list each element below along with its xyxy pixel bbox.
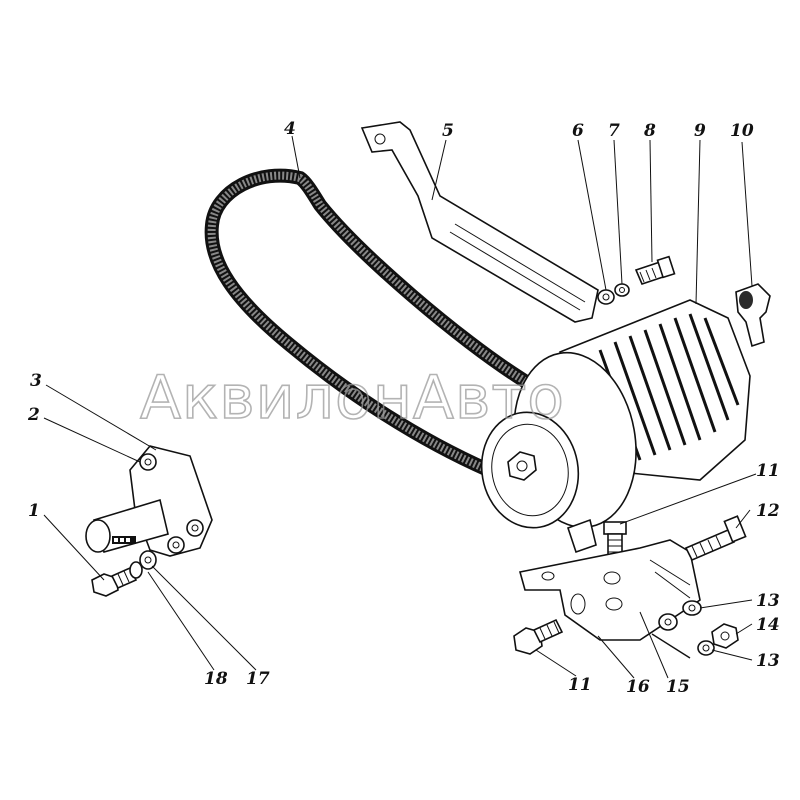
nut-14 <box>711 623 739 649</box>
adjusting-bracket <box>360 121 599 323</box>
generator <box>480 299 751 554</box>
flange-assembly <box>85 445 213 557</box>
washer-6 <box>597 289 615 305</box>
callout-2: 2 <box>27 405 40 425</box>
callout-16: 16 <box>626 677 650 697</box>
callout-4: 4 <box>284 119 296 139</box>
callout-8: 8 <box>643 121 656 141</box>
callout-12: 12 <box>756 501 780 521</box>
callout-11-upper: 11 <box>756 461 780 481</box>
callout-1: 1 <box>28 501 40 521</box>
callout-17: 17 <box>246 669 270 689</box>
callout-11-lower: 11 <box>568 675 592 695</box>
callout-10: 10 <box>730 121 754 141</box>
bolt-12 <box>684 515 747 562</box>
callout-13-lower: 13 <box>756 651 780 671</box>
watermark-text: АквилонАвто <box>140 363 565 433</box>
washer-13-upper <box>682 600 702 616</box>
callout-7: 7 <box>608 121 620 141</box>
callout-13-upper: 13 <box>756 591 780 611</box>
bolt-11-lower <box>513 618 564 655</box>
mounting-bracket <box>518 539 701 641</box>
terminal-boot <box>735 283 771 348</box>
leader-lines <box>43 135 757 679</box>
callout-labels: 1 2 3 4 5 6 7 8 9 10 11 11 12 13 13 14 1… <box>27 119 780 697</box>
lock-washer-18 <box>129 561 143 579</box>
lock-washer-15 <box>651 613 691 659</box>
washer-7 <box>614 283 630 297</box>
callout-18: 18 <box>204 669 228 689</box>
washer-17 <box>139 550 157 570</box>
washer-13-lower <box>697 640 715 656</box>
bolt-8 <box>634 255 676 285</box>
callout-6: 6 <box>572 121 584 141</box>
callout-14: 14 <box>756 615 780 635</box>
callout-15: 15 <box>666 677 690 697</box>
callout-3: 3 <box>30 371 42 391</box>
callout-9: 9 <box>694 121 706 141</box>
callout-5: 5 <box>442 121 454 141</box>
